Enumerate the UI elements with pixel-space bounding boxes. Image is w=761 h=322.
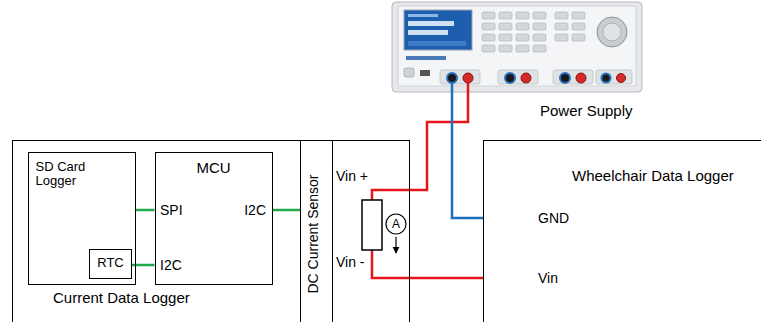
module-box: RTC SD Card Logger (28, 152, 136, 285)
logger-housing: RTCSD Card LoggerMCUCurrent Data Logger (12, 140, 333, 322)
ammeter-symbol-letter: A (392, 218, 400, 230)
node-title: DC Current Sensor (305, 149, 321, 319)
node-title: Current Data Logger (53, 289, 372, 306)
module-box: RTC (89, 249, 132, 279)
ground-wire (452, 83, 483, 218)
node-title: Wheelchair Data Logger (572, 167, 761, 184)
wire-connector (410, 277, 483, 280)
node-title: SD Card Logger (36, 160, 108, 190)
pin-name: Vin (538, 270, 558, 286)
node-title: RTC (90, 256, 131, 271)
pin-name: I2C (160, 257, 182, 273)
pin-name: I2C (244, 202, 266, 218)
ammeter-symbol (386, 214, 406, 234)
positive-wire (372, 83, 468, 200)
sensor-output-wire (372, 250, 410, 278)
pin-name: GND (538, 210, 569, 226)
pin-name: Vin - (336, 254, 365, 270)
pin-name: Vin + (336, 168, 368, 184)
pin-name: SPI (160, 202, 183, 218)
node-title: MCU (156, 159, 272, 176)
wire-connector (273, 209, 301, 212)
logger-housing: Wheelchair Data Logger (483, 140, 761, 322)
wire-connector (136, 209, 155, 212)
device-label: Power Supply (540, 103, 633, 119)
sensor-housing: DC Current Sensor (300, 140, 410, 322)
current-direction-arrow (395, 237, 396, 253)
resistor-symbol (362, 200, 382, 250)
power-supply-device (392, 2, 642, 92)
